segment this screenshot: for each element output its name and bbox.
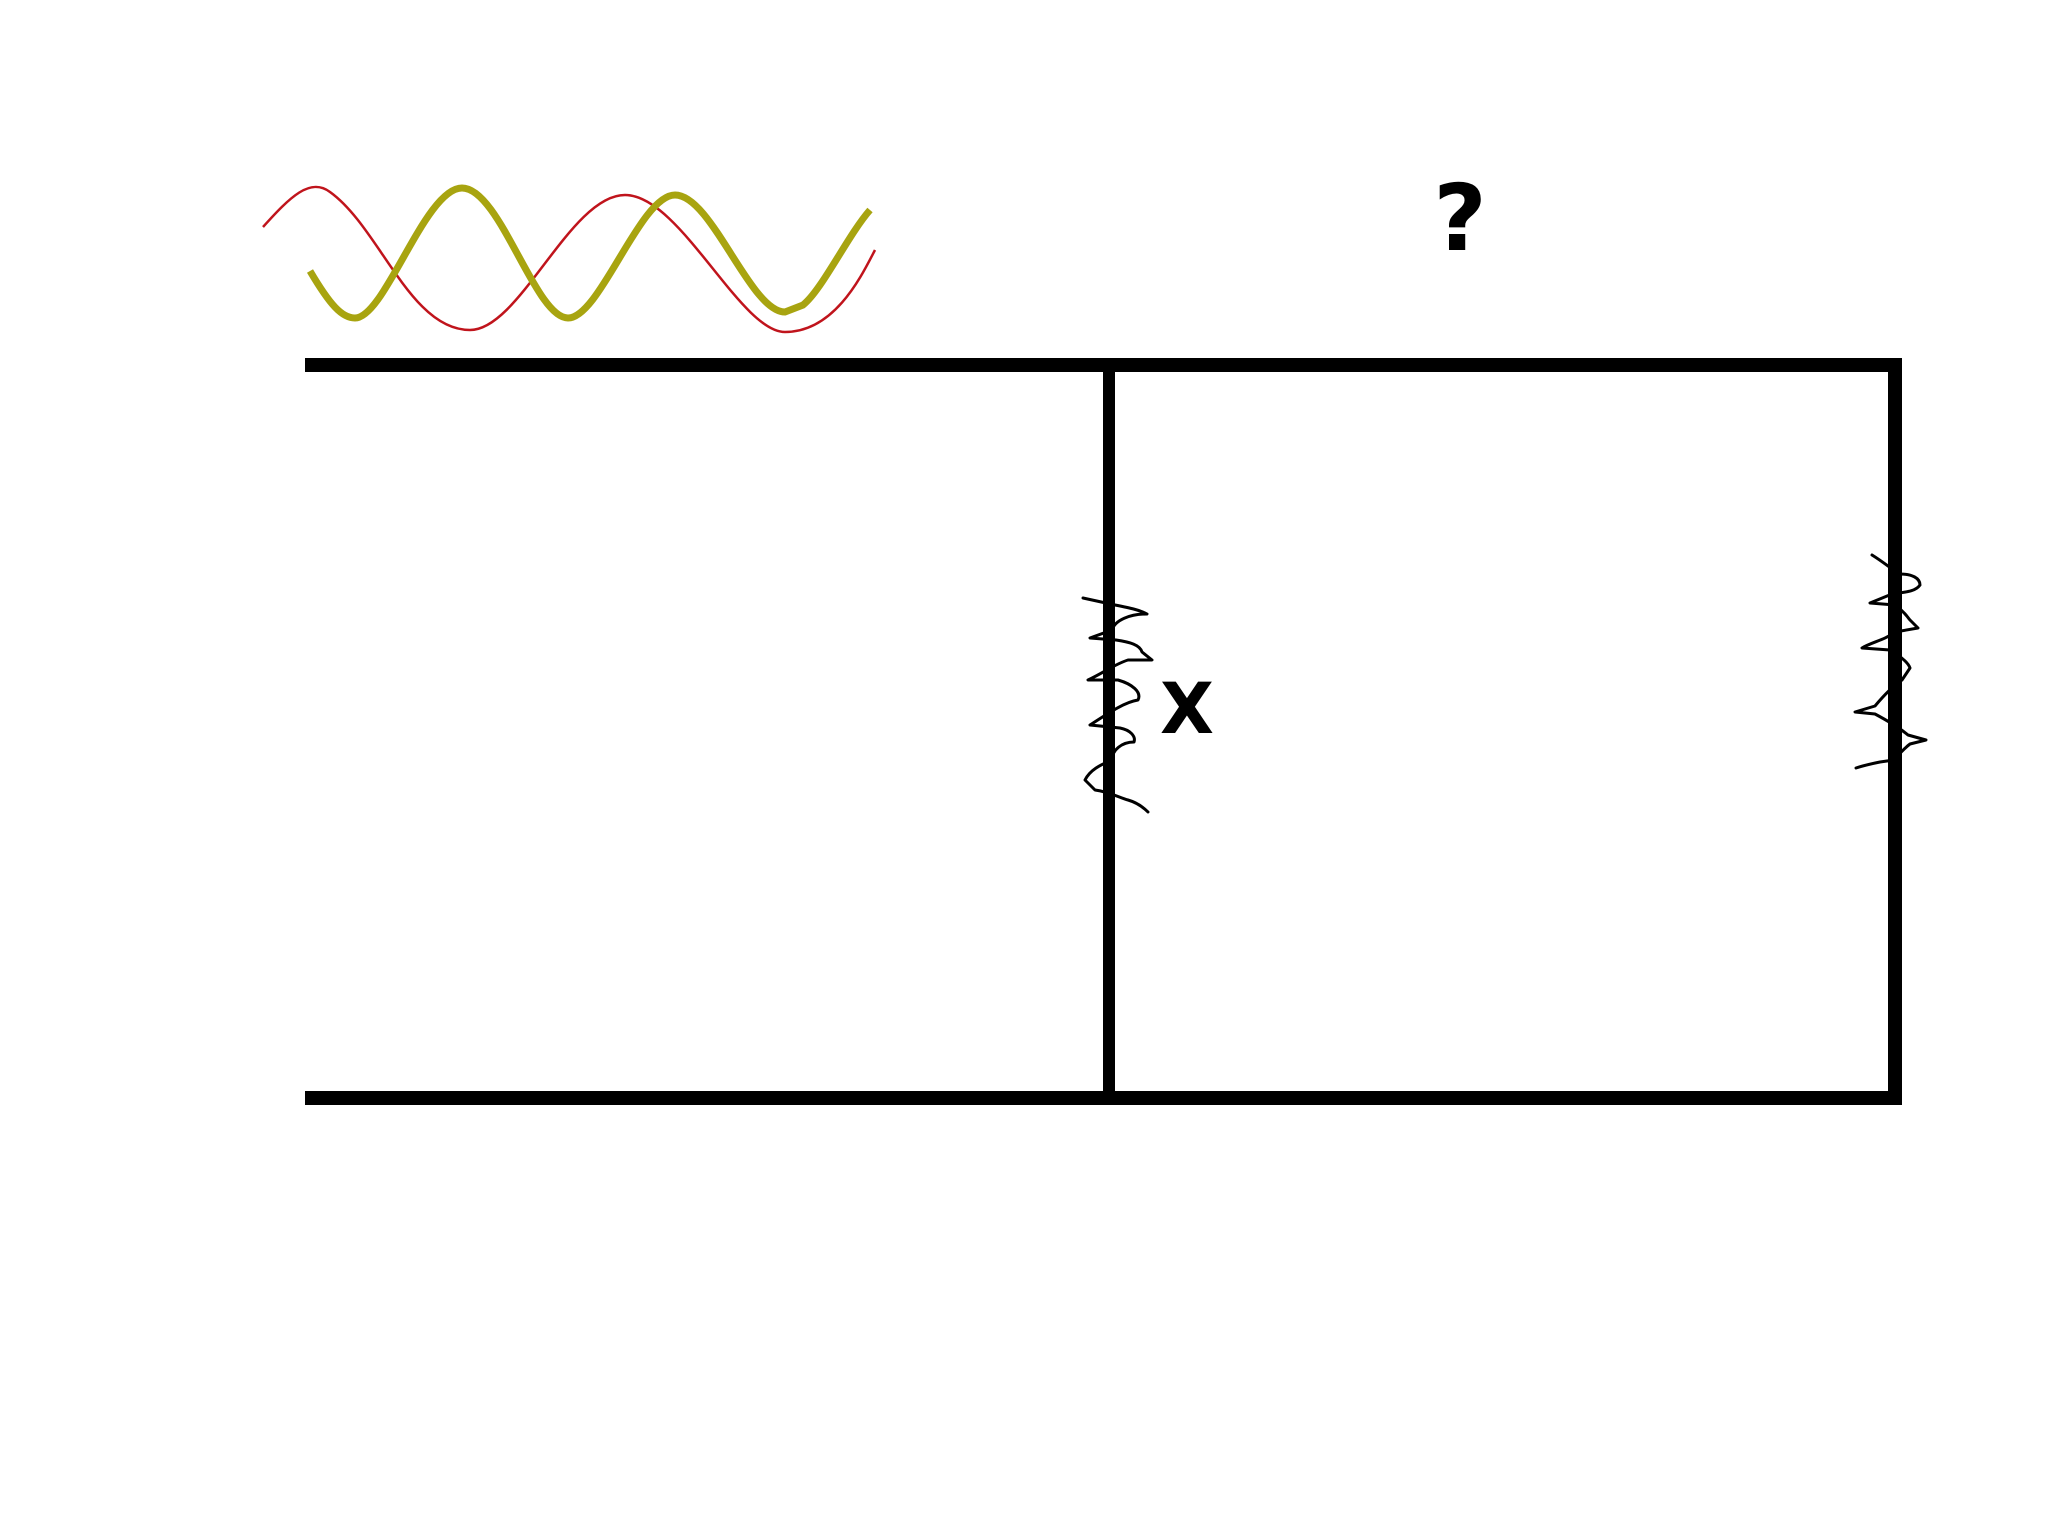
- question-mark-label: ?: [1433, 165, 1486, 272]
- resistor-right: [1853, 553, 1928, 770]
- wave-olive: [306, 184, 873, 322]
- resistor-x-label: X: [1160, 668, 1214, 750]
- circuit-wires: [305, 358, 1902, 1105]
- top-wire: [305, 358, 1902, 1105]
- resistor-x: [1081, 596, 1154, 814]
- wave-red: [262, 185, 877, 334]
- wave-symbols: [262, 184, 877, 334]
